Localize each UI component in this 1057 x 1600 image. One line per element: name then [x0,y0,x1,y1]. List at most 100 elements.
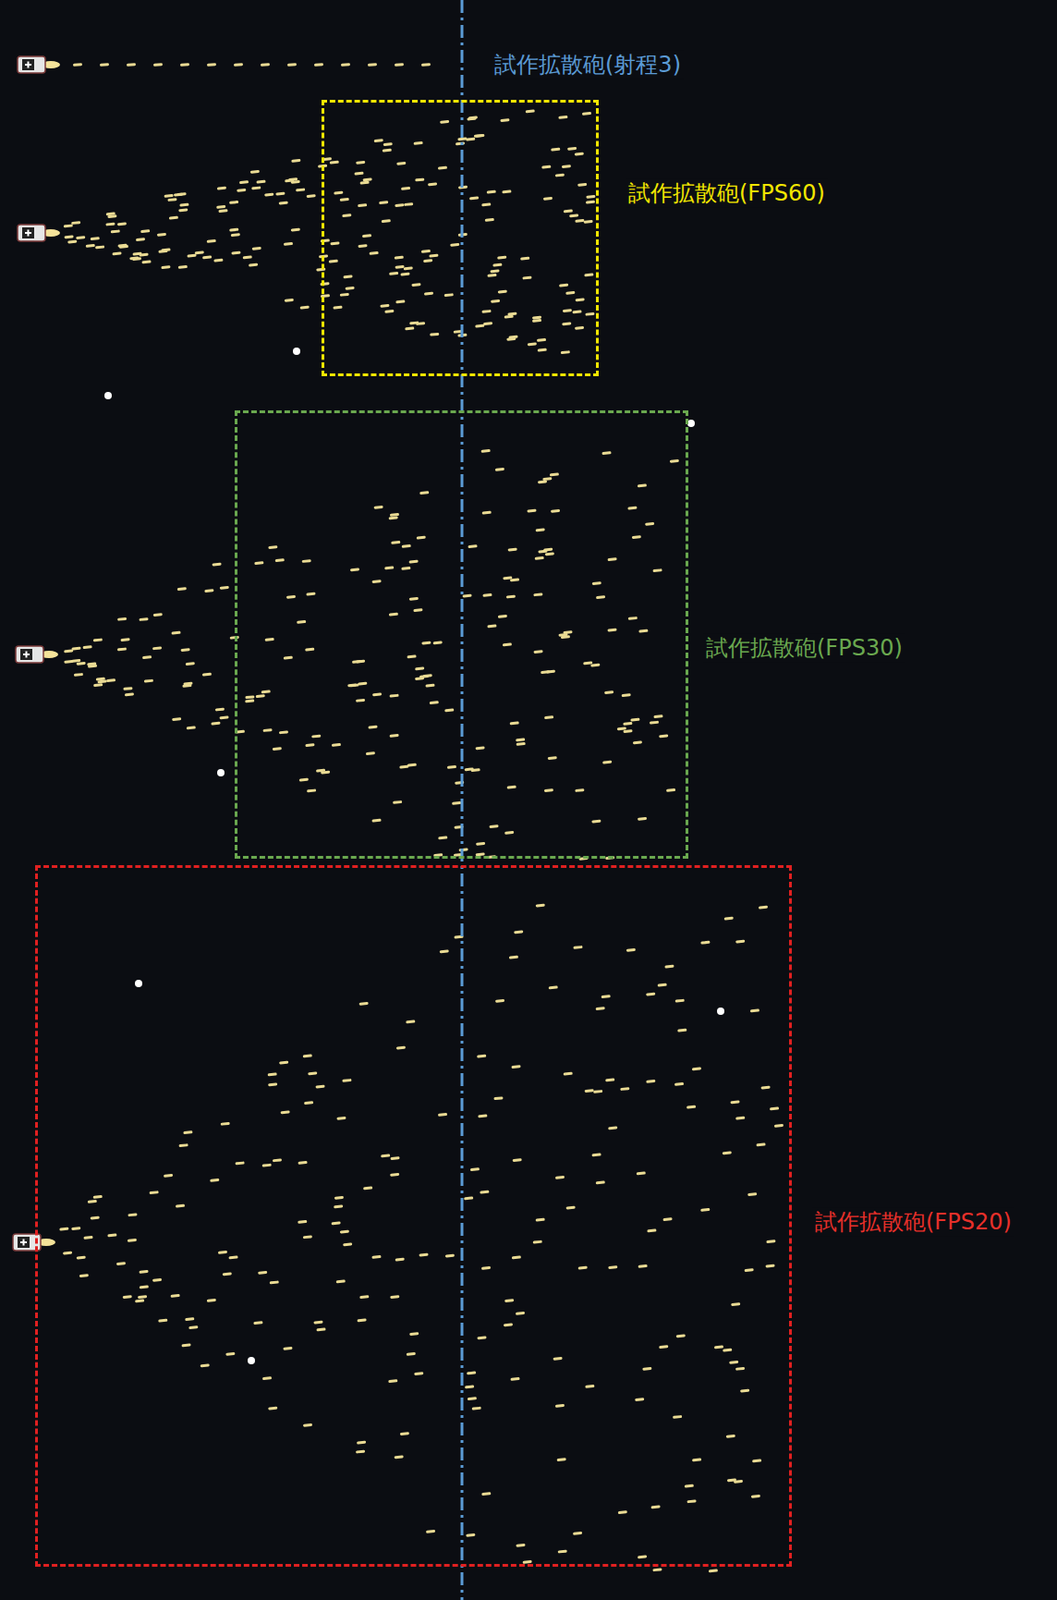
bullet [340,62,351,67]
bullet [752,1457,762,1462]
bullet [574,152,584,157]
bullet [295,187,305,192]
bullet [558,1548,568,1553]
bullet-particles [59,62,784,1572]
bullet [210,721,220,726]
bullet [297,1219,307,1224]
bullet [72,62,83,67]
bullet [658,1344,669,1349]
bullet [555,1175,565,1179]
bullet [520,256,530,261]
bullet [486,190,497,195]
bullet [352,659,362,664]
bullet [315,1326,326,1331]
bullet [367,725,377,729]
bullet [138,1269,148,1274]
bullet [669,459,680,463]
bullet [359,181,369,185]
bullet [345,286,355,291]
debris-dot [104,391,112,400]
bullet [262,1163,272,1167]
bullet [485,218,495,222]
bullet [495,467,505,472]
bullet [182,683,192,688]
bullet [138,617,148,621]
bullet [634,1397,644,1401]
bullet [458,847,468,851]
bullet [578,1265,588,1270]
bullet [447,765,457,769]
bullet [584,312,595,316]
bullet [250,170,260,174]
bullet [95,244,105,249]
bullet [396,161,406,166]
bullet [388,515,399,520]
bullet [493,1095,503,1100]
bullet [744,1267,754,1272]
bullet [543,196,553,201]
bullet [305,592,316,596]
bullet [414,177,425,182]
bullet [729,1099,740,1104]
bullet [474,133,485,138]
bullet [464,1384,474,1388]
bullet [400,186,411,191]
bullet [607,1125,618,1130]
bullet [149,1190,159,1194]
bullet [355,698,365,703]
bullet [574,218,584,223]
bullet [593,1089,603,1094]
bullet [649,720,659,725]
bullet [380,1153,390,1157]
bullet [211,562,221,567]
bullet [394,203,404,207]
bullet [90,1215,100,1220]
bullet [139,1284,149,1288]
bullet [755,1142,766,1146]
bullet [400,566,411,571]
bullet [303,1422,313,1427]
bullet [508,547,518,552]
bullet [604,690,614,694]
bullet [341,1078,352,1082]
bullet [627,506,637,511]
bullet [692,1066,702,1070]
bullet [152,1277,162,1282]
debris-dot [292,347,301,355]
bullet [468,115,478,120]
bullet [585,194,596,199]
ship-icon [17,224,61,242]
bullet [463,1195,474,1200]
bullet [332,305,342,310]
bullet [152,645,162,650]
bullet [134,1298,145,1302]
bullet [383,142,393,146]
bullet [175,1203,185,1208]
bullet [367,62,377,67]
bullet [481,202,491,207]
bullet [157,232,167,237]
bullet [414,666,425,670]
bullet [765,1263,775,1268]
bullet [542,476,552,481]
bullet [574,326,584,330]
bullet [413,607,423,612]
bullet [495,998,505,1003]
bullet [404,326,414,330]
bullet [160,247,171,252]
bullet [389,1155,400,1160]
bullet [403,202,414,207]
bullet [618,1509,628,1514]
bullet [388,612,399,617]
bullet [413,141,424,146]
bullet [202,672,212,677]
bullet [400,272,410,277]
bullet [747,1191,757,1196]
bullet [228,1254,238,1259]
bullet [117,617,127,621]
bullet [85,243,96,248]
bullet [132,256,142,261]
bullet [522,275,532,280]
bullet [262,1375,272,1380]
